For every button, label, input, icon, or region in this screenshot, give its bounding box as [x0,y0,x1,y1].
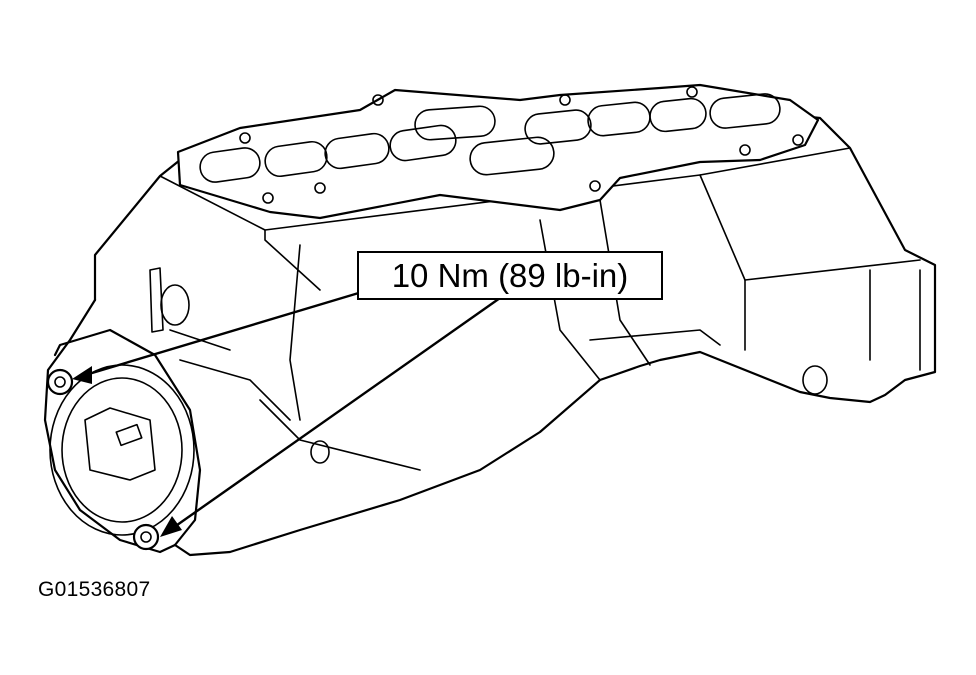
upper-bolt-icon [46,368,74,396]
figure-id-label: G01536807 [38,578,151,601]
upper-runner-flange [176,83,820,220]
lower-bolt-icon [132,523,160,551]
torque-callout: 10 Nm (89 lb-in) [357,251,663,300]
callout-leaders [72,290,501,537]
